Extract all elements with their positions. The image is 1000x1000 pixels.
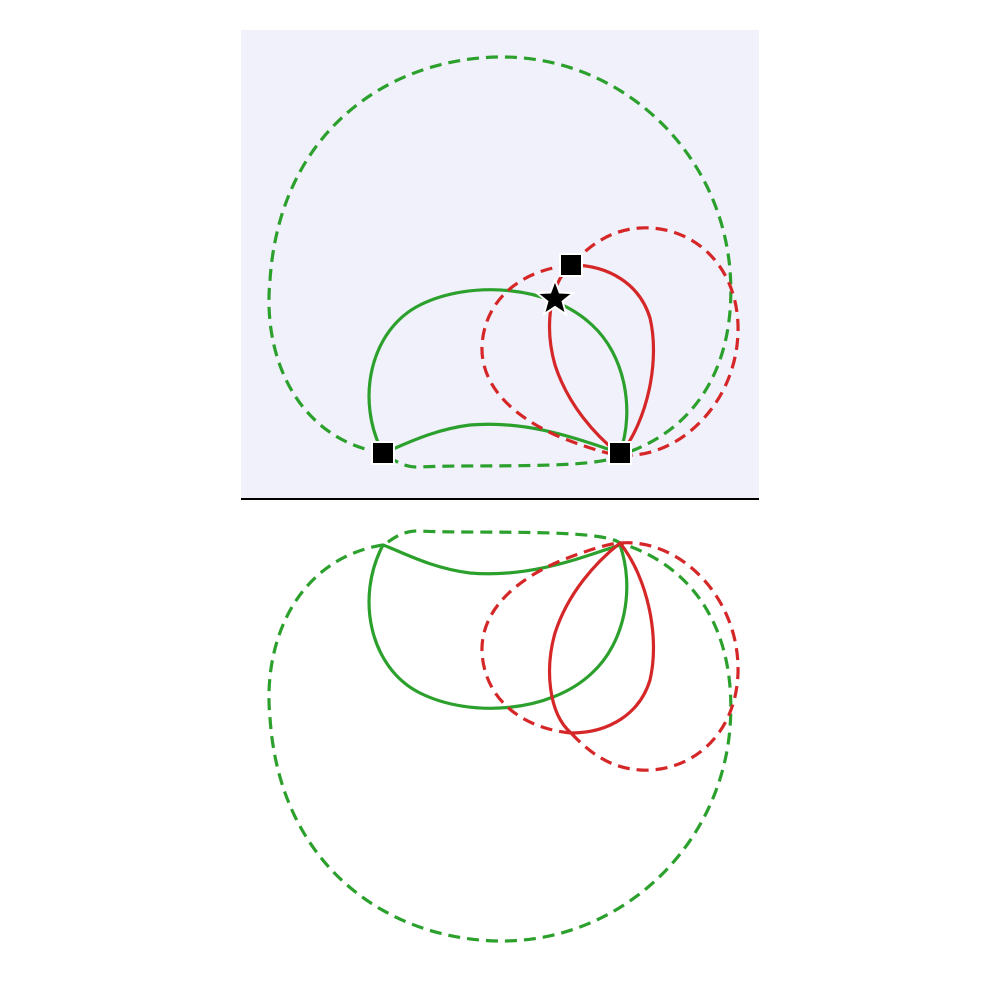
green-solid-loop <box>367 288 629 455</box>
green-dashed-loop <box>267 55 733 469</box>
green-solid-loop-mirror <box>367 543 629 710</box>
lower-panel <box>267 529 740 943</box>
red-solid-loop-mirror <box>547 541 656 735</box>
vertex-marker <box>559 253 583 277</box>
red-dashed-loop <box>480 226 740 457</box>
vertex-marker <box>371 441 395 465</box>
red-dashed-loop-mirror <box>480 541 740 772</box>
upper-panel-background <box>241 30 759 499</box>
star-marker <box>534 277 576 317</box>
upper-panel <box>267 55 740 469</box>
vertex-marker <box>608 441 632 465</box>
green-dashed-loop-mirror <box>267 529 733 943</box>
